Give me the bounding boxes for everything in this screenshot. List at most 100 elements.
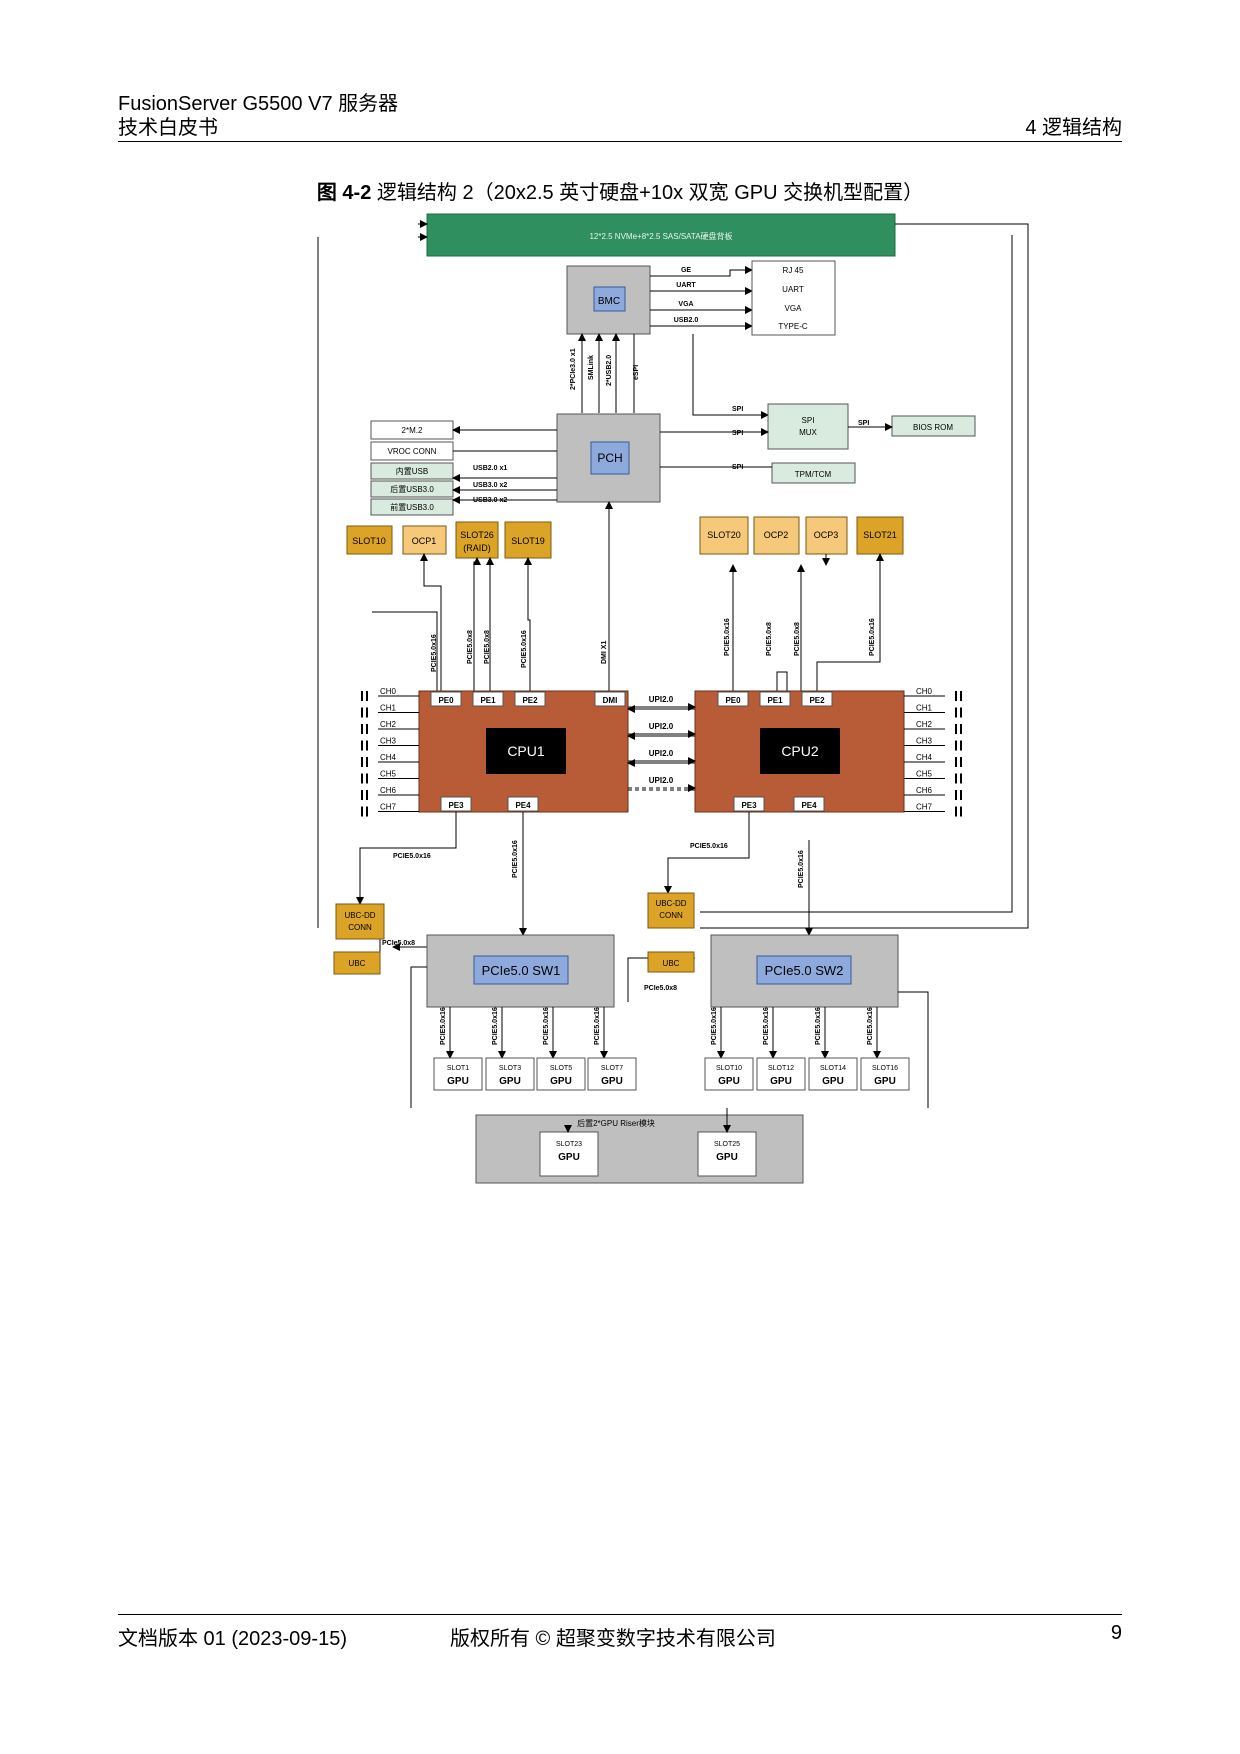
svg-text:UPI2.0: UPI2.0 <box>649 749 674 758</box>
svg-text:PE0: PE0 <box>438 696 454 705</box>
svg-text:PE2: PE2 <box>809 696 825 705</box>
riser-slot-1-label: SLOT23 <box>556 1141 582 1148</box>
backplane-label: 12*2.5 NVMe+8*2.5 SAS/SATA硬盘背板 <box>589 231 732 241</box>
upi-links <box>627 703 696 792</box>
gpu-slot-gpu: GPU <box>822 1076 844 1087</box>
svg-text:PE4: PE4 <box>515 801 531 810</box>
riser-slot-1-gpu: GPU <box>558 1152 580 1163</box>
gpu-link-label: PCIE5.0x16 <box>492 1007 499 1045</box>
riser-label: 后置2*GPU Riser模块 <box>577 1118 655 1128</box>
right-bus-line <box>700 223 1029 929</box>
gpu-slot-box <box>587 1057 637 1091</box>
gpu-link-label: PCIE5.0x16 <box>440 1007 447 1045</box>
spi-mux-label-2: MUX <box>799 428 817 437</box>
gpu-slot-label: SLOT1 <box>447 1065 469 1072</box>
riser-slot-2-gpu: GPU <box>716 1152 738 1163</box>
footer-version: 文档版本 01 (2023-09-15) <box>118 1628 347 1650</box>
cpu2-channel-label: CH5 <box>916 770 933 779</box>
gpu-slot-label: SLOT16 <box>872 1065 898 1072</box>
usb-labels: USB2.0 x1 USB3.0 x2 USB3.0 x2 <box>473 465 507 504</box>
svg-text:OCP2: OCP2 <box>764 530 789 540</box>
cpu2-channel-label: CH0 <box>916 687 933 696</box>
svg-text:PCIE5.0x16: PCIE5.0x16 <box>869 618 876 656</box>
riser-slot-2-label: SLOT25 <box>714 1141 740 1148</box>
svg-text:DMI: DMI <box>603 696 618 705</box>
svg-text:UPI2.0: UPI2.0 <box>649 695 674 704</box>
svg-text:SLOT19: SLOT19 <box>511 536 545 546</box>
gpu-slot-label: SLOT3 <box>499 1065 521 1072</box>
svg-text:USB3.0 x2: USB3.0 x2 <box>473 482 507 489</box>
cpu1-port-labels: PE0 PE1 PE2 DMI PE3 PE4 <box>438 696 617 810</box>
svg-text:OCP3: OCP3 <box>814 530 839 540</box>
gpu-link-label: PCIE5.0x16 <box>867 1007 874 1045</box>
gpu-link-label: PCIE5.0x16 <box>594 1007 601 1045</box>
svg-text:CONN: CONN <box>348 923 372 932</box>
svg-text:PCIE5.0x16: PCIE5.0x16 <box>393 853 431 860</box>
gpu-slot-gpu: GPU <box>601 1076 623 1087</box>
tpm-label: TPM/TCM <box>795 470 832 479</box>
right-slots <box>699 516 904 555</box>
svg-text:PCIE5.0x16: PCIE5.0x16 <box>690 843 728 850</box>
gpu-slot-gpu: GPU <box>447 1076 469 1087</box>
svg-text:SLOT21: SLOT21 <box>863 530 897 540</box>
cpu1-link-labels: PCIE5.0x16 PCIE5.0x8 PCIE5.0x8 PCIE5.0x1… <box>431 630 608 672</box>
cpu2-label: CPU2 <box>781 743 819 759</box>
svg-text:PCIe5.0x8: PCIe5.0x8 <box>644 985 677 992</box>
svg-text:VGA: VGA <box>678 301 693 308</box>
cpu1-channel-label: CH7 <box>380 803 397 812</box>
left-slots <box>346 521 552 559</box>
gpu-slot-label: SLOT12 <box>768 1065 794 1072</box>
gpu-slot-box <box>704 1057 754 1091</box>
cpu1-ports <box>430 691 626 812</box>
figure-number: 图 4-2 <box>316 182 372 204</box>
svg-text:前置USB3.0: 前置USB3.0 <box>390 502 434 512</box>
svg-text:SLOT10: SLOT10 <box>352 536 386 546</box>
svg-text:UBC: UBC <box>349 959 366 968</box>
svg-text:PCIE5.0x8: PCIE5.0x8 <box>467 630 474 664</box>
gpu-slot-box <box>756 1057 806 1091</box>
lower-link-labels: PCIE5.0x16 PCIE5.0x16 PCIE5.0x16 PCIE5.0… <box>382 840 805 992</box>
tpm-box <box>771 462 856 484</box>
spi-mux-box <box>767 403 849 450</box>
footer-copyright: 版权所有 © 超聚变数字技术有限公司 <box>450 1628 776 1650</box>
cpu2-channel-label: CH2 <box>916 720 933 729</box>
svg-text:PCIE5.0x16: PCIE5.0x16 <box>521 630 528 668</box>
cpu1-channel-label: CH5 <box>380 770 397 779</box>
bmc-box <box>593 286 626 312</box>
cpu1-channel-label: CH3 <box>380 737 397 746</box>
pch-box <box>590 441 630 475</box>
svg-text:TYPE-C: TYPE-C <box>778 322 808 331</box>
svg-text:(RAID): (RAID) <box>463 543 491 553</box>
svg-text:SPI: SPI <box>732 464 743 471</box>
svg-text:SLOT20: SLOT20 <box>707 530 741 540</box>
svg-text:SPI: SPI <box>858 420 869 427</box>
footer-rule <box>118 1614 1122 1615</box>
riser-slot-2 <box>697 1131 757 1177</box>
svg-text:PCIE5.0x8: PCIE5.0x8 <box>794 622 801 656</box>
svg-text:PCIe5.0x8: PCIe5.0x8 <box>382 940 415 947</box>
backplane-box <box>426 213 896 257</box>
footer-page-number: 9 <box>1110 1622 1122 1644</box>
pch-left-labels: 2*M.2 VROC CONN 内置USB 后置USB3.0 前置USB3.0 <box>388 426 437 512</box>
sw2-box <box>756 955 852 985</box>
gpu-slot-gpu: GPU <box>718 1076 740 1087</box>
cpu2-channel-label: CH4 <box>916 753 933 762</box>
cpu1-die <box>486 728 566 774</box>
cpu1-channel-label: CH1 <box>380 704 397 713</box>
svg-text:eSPI: eSPI <box>633 365 640 380</box>
figure-title: 逻辑结构 2（20x2.5 英寸硬盘+10x 双宽 GPU 交换机型配置） <box>376 182 924 204</box>
sw1-box <box>473 955 569 985</box>
bmc-label: BMC <box>598 296 620 307</box>
svg-text:SMLink: SMLink <box>588 355 595 380</box>
svg-text:PCIE5.0x16: PCIE5.0x16 <box>724 618 731 656</box>
pch-uplink-labels: 2*PCIe3.0 x1 SMLink 2*USB2.0 eSPI <box>570 348 640 390</box>
header-chapter: 4 逻辑结构 <box>1025 117 1122 139</box>
cpu2-ports <box>717 691 833 812</box>
upi-labels: UPI2.0 UPI2.0 UPI2.0 UPI2.0 <box>649 695 674 785</box>
svg-text:USB2.0: USB2.0 <box>674 317 699 324</box>
svg-text:PE2: PE2 <box>522 696 538 705</box>
svg-text:PE3: PE3 <box>448 801 464 810</box>
svg-text:UBC-DD: UBC-DD <box>344 911 375 920</box>
